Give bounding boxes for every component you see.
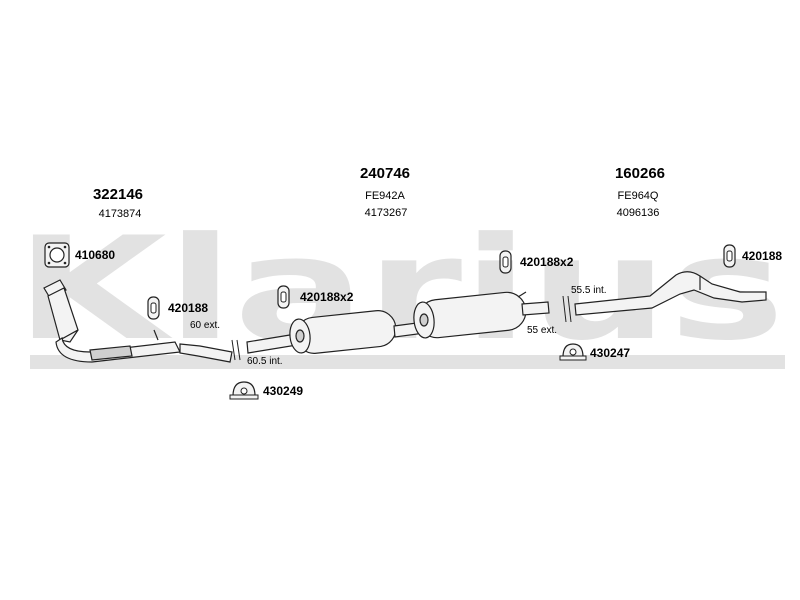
rear-joint: 55.5 int. 55 ext. [527, 285, 607, 336]
front-pipe-with-catalyst [43, 279, 233, 363]
rubber-mount-icon [723, 244, 736, 268]
section-center-silencer-heading: 240746 FE942A 4173267 [360, 165, 410, 219]
clamp-icon [559, 343, 587, 361]
rear-silencer [574, 271, 767, 316]
label-420188-front: 420188 [168, 301, 208, 315]
oem-ref-4173874: 4173874 [99, 208, 142, 220]
section-rear-silencer-heading: 160266 FE964Q 4096136 [615, 165, 665, 219]
watermark-underline [30, 355, 785, 369]
gasket-410680: 410680 [44, 242, 115, 268]
oem-ref-4096136: 4096136 [617, 207, 660, 219]
label-420188-rear: 420188 [742, 249, 782, 263]
rubber-mount-icon [499, 250, 512, 274]
dim-rear-ext: 55 ext. [527, 325, 557, 336]
mount-420188-rear: 420188 [723, 244, 782, 268]
label-420188x2-mid: 420188x2 [300, 290, 354, 304]
front-joint: 60 ext. 60.5 int. [190, 320, 283, 367]
klarius-watermark: Klarius [15, 207, 785, 372]
mount-420188x2-mid: 420188x2 [277, 285, 354, 309]
clamp-430247: 430247 [559, 343, 630, 361]
code-fe942a: FE942A [365, 190, 405, 202]
label-420188x2-center: 420188x2 [520, 255, 574, 269]
dim-rear-int: 55.5 int. [571, 285, 607, 296]
gasket-icon [44, 242, 70, 268]
watermark-logo-text: Klarius [15, 207, 785, 372]
dim-front-ext: 60 ext. [190, 320, 220, 331]
mount-420188x2-center: 420188x2 [499, 250, 574, 274]
clamp-430249: 430249 [229, 381, 303, 400]
rubber-mount-icon [277, 285, 290, 309]
dim-front-int: 60.5 int. [247, 356, 283, 367]
label-430247: 430247 [590, 346, 630, 360]
section-front-pipe-heading: 322146 4173874 [93, 186, 143, 220]
rubber-mount-icon [147, 296, 160, 320]
part-number-240746: 240746 [360, 165, 410, 182]
center-silencer [246, 291, 550, 354]
mount-420188-front: 420188 [147, 296, 208, 320]
part-number-160266: 160266 [615, 165, 665, 182]
code-fe964q: FE964Q [618, 190, 659, 202]
clamp-icon [229, 381, 259, 400]
label-430249: 430249 [263, 384, 303, 398]
oem-ref-4173267: 4173267 [365, 207, 408, 219]
part-number-322146: 322146 [93, 186, 143, 203]
label-410680: 410680 [75, 248, 115, 262]
